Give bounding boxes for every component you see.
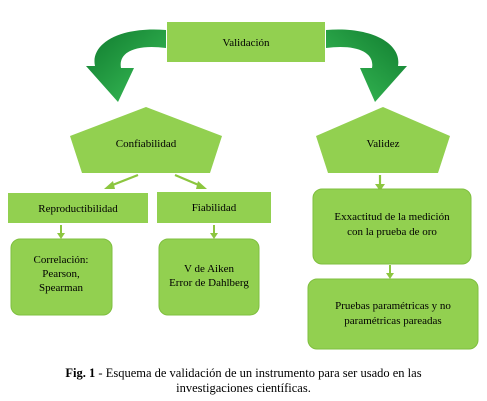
caption-text-1: - Esquema de validación de un instrument… xyxy=(95,366,422,380)
confiabilidad-pentagon xyxy=(70,107,222,173)
connector-confiabilidad-fiabilidad xyxy=(174,173,207,189)
fiabilidad-label: Fiabilidad xyxy=(192,202,237,214)
exactitud-label-line1: Exxactitud de la medición xyxy=(334,211,450,223)
connector-validez-exactitud xyxy=(375,175,385,191)
validacion-label: Validación xyxy=(222,37,270,49)
aiken-box xyxy=(158,238,260,316)
exactitud-label-line2: con la prueba de oro xyxy=(347,226,437,238)
correlacion-label-line1: Correlación: xyxy=(34,254,89,266)
connector-fiabilidad-aiken xyxy=(210,225,218,239)
curved-arrow-left xyxy=(86,29,166,102)
caption-line1: Fig. 1 - Esquema de validación de un ins… xyxy=(0,366,487,381)
correlacion-label-line3: Spearman xyxy=(39,282,83,294)
caption-prefix: Fig. 1 xyxy=(65,366,96,380)
reproductibilidad-label: Reproductibilidad xyxy=(38,203,118,215)
connector-confiabilidad-reproductibilidad xyxy=(104,173,139,189)
aiken-label-line2: Error de Dahlberg xyxy=(169,277,249,289)
validacion-box xyxy=(167,22,325,62)
pruebas-label-line1: Pruebas paramétricas y no xyxy=(335,300,451,312)
exactitud-box xyxy=(312,188,472,265)
curved-arrow-right xyxy=(326,29,407,102)
confiabilidad-label: Confiabilidad xyxy=(116,138,177,150)
caption-line2: investigaciones científicas. xyxy=(176,381,311,395)
connector-reproductibilidad-correlacion xyxy=(57,225,65,239)
validez-label: Validez xyxy=(367,138,400,150)
pruebas-box xyxy=(307,278,479,350)
reproductibilidad-box xyxy=(8,193,148,223)
validez-pentagon xyxy=(316,107,450,173)
fiabilidad-box xyxy=(157,192,271,223)
figure-caption: Fig. 1 - Esquema de validación de un ins… xyxy=(0,366,487,396)
correlacion-label-line2: Pearson, xyxy=(42,268,80,280)
pruebas-label-line2: paramétricas pareadas xyxy=(344,315,441,327)
aiken-label-line1: V de Aiken xyxy=(184,263,234,275)
correlacion-box xyxy=(10,238,113,316)
connector-exactitud-pruebas xyxy=(386,265,394,279)
